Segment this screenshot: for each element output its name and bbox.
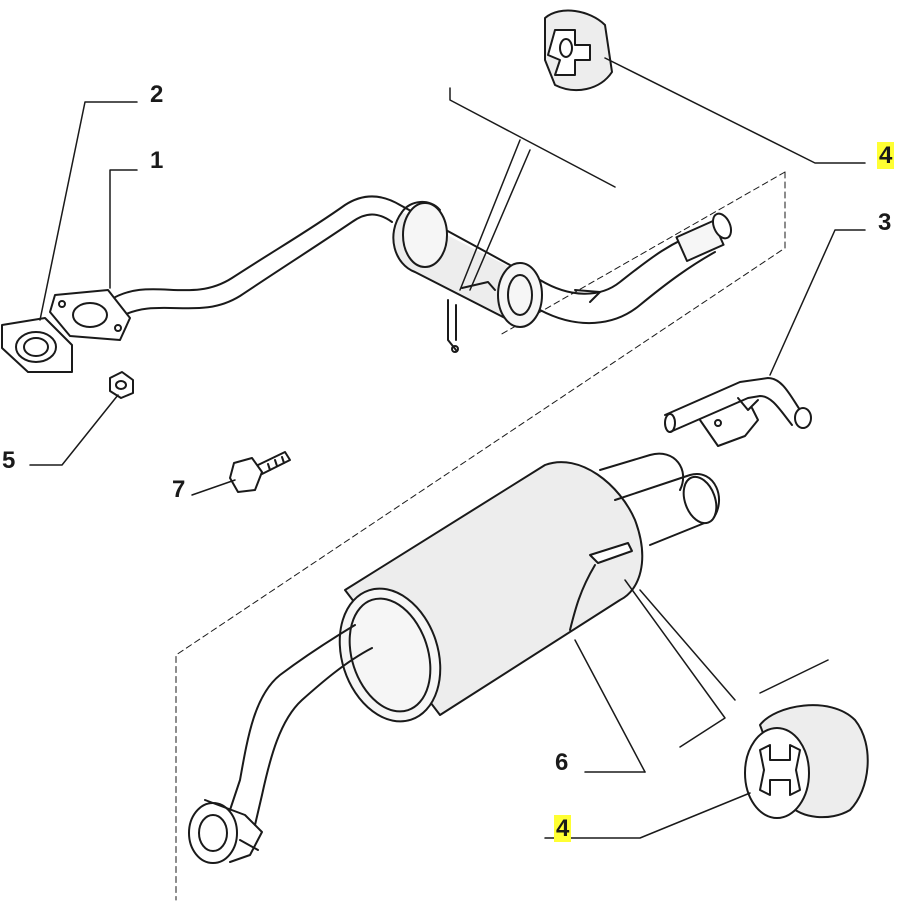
assembly-dashed-outline	[175, 171, 786, 901]
leader-lines	[29, 57, 866, 839]
callout-2: 2	[150, 81, 164, 108]
rubber-mount-icon	[544, 9, 613, 92]
callout-7: 7	[172, 476, 186, 503]
front-pipe-with-silencer-icon	[109, 195, 733, 353]
rear-silencer-icon	[188, 452, 721, 864]
hanger-bracket-icon	[664, 377, 812, 447]
flange-gasket-icon	[1, 289, 131, 373]
nut-icon	[109, 371, 134, 399]
highlight-marker: 4	[554, 815, 572, 842]
callout-5: 5	[2, 447, 16, 474]
rubber-mount-icon	[744, 704, 869, 819]
callout-4-top: 4	[877, 142, 895, 169]
callout-6: 6	[555, 749, 569, 776]
bolt-icon	[229, 451, 291, 493]
callout-3: 3	[878, 209, 892, 236]
callout-1: 1	[150, 147, 164, 174]
callout-4-bottom: 4	[554, 815, 572, 842]
highlight-marker: 4	[877, 142, 895, 169]
